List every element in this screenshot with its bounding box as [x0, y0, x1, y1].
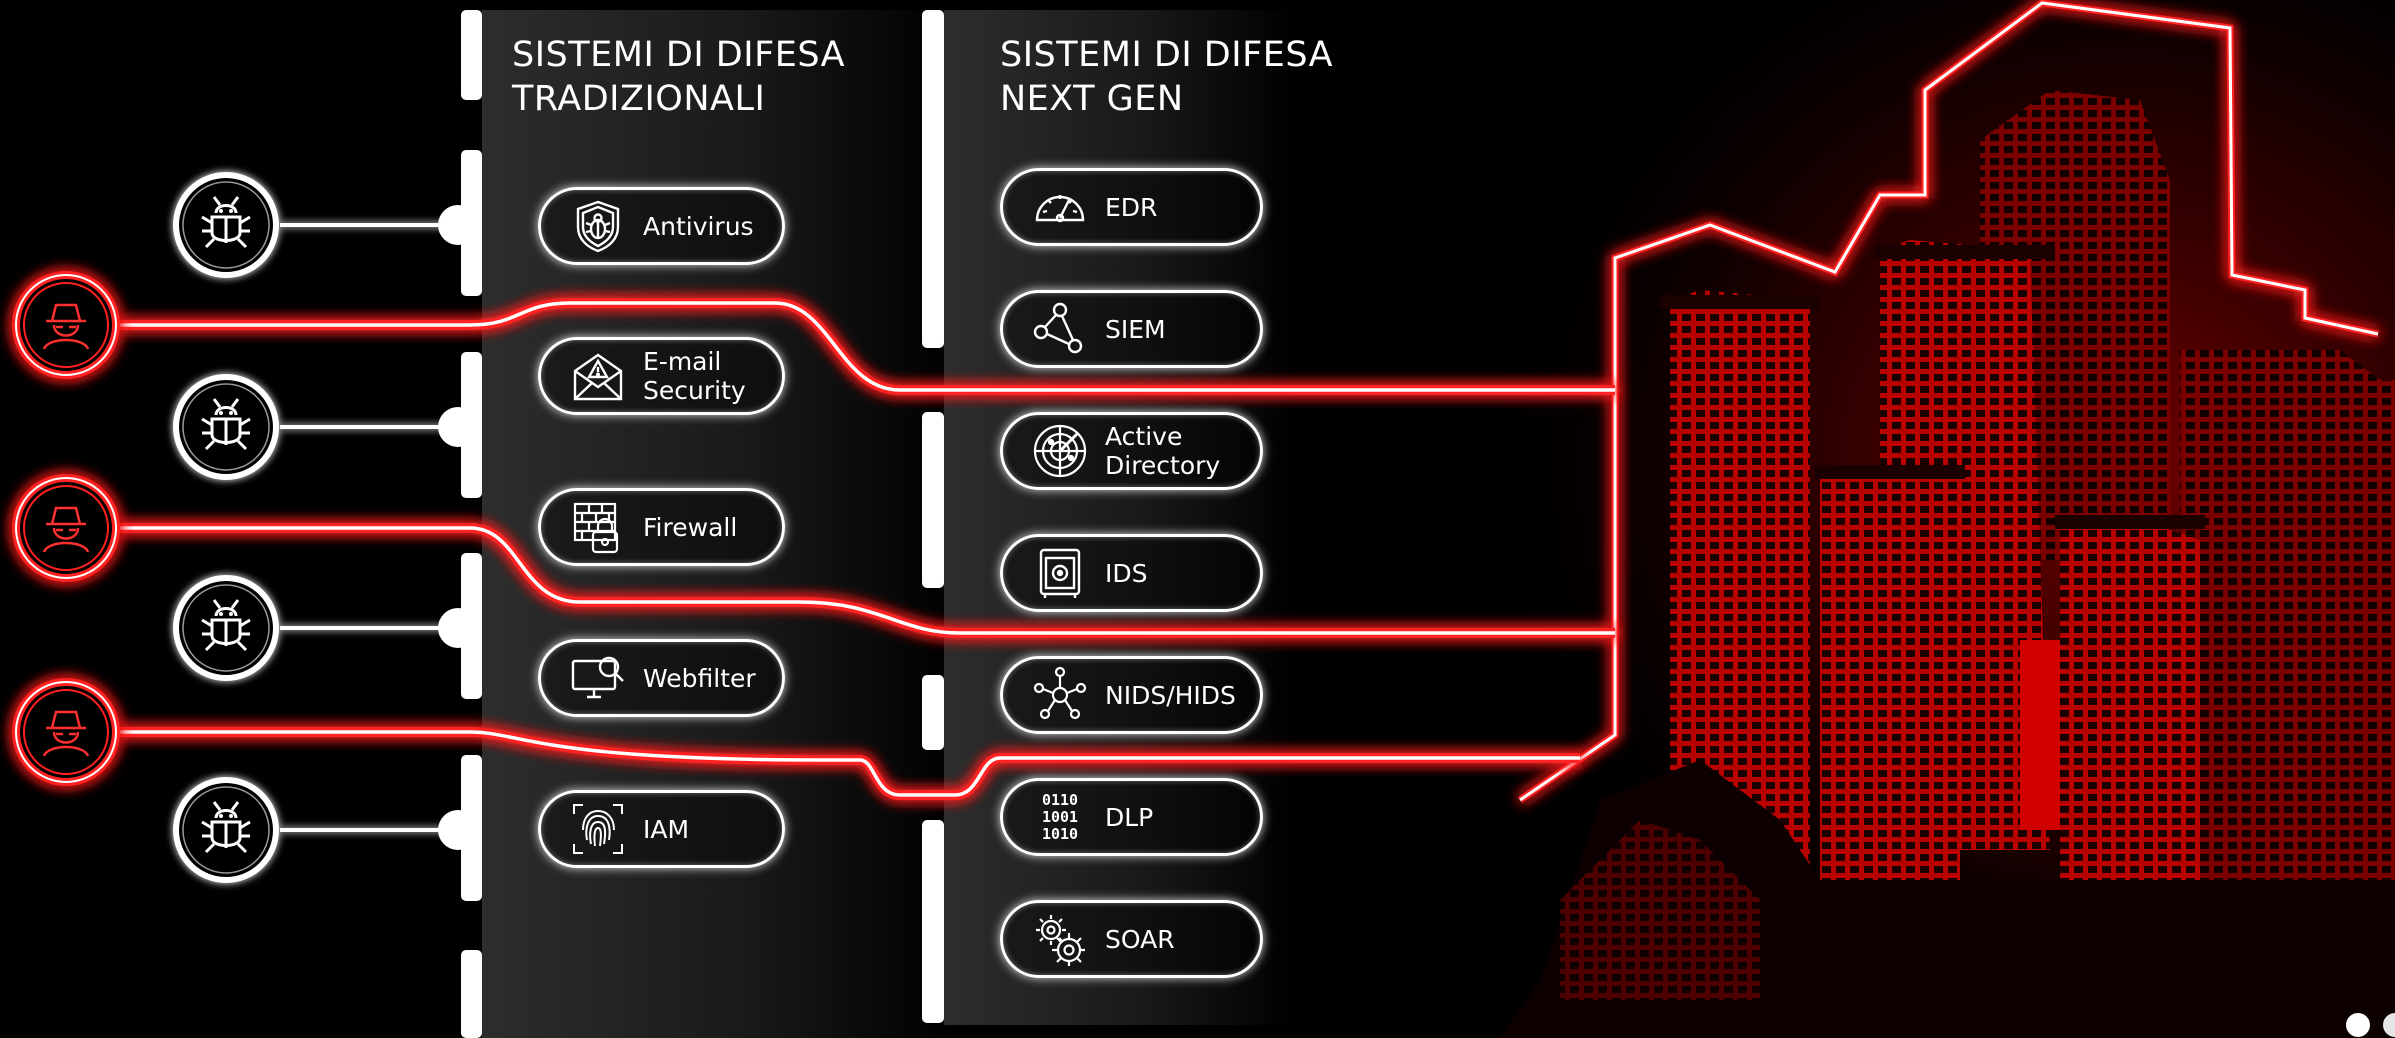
bug-icon	[173, 374, 279, 480]
nextgen-panel	[922, 10, 1294, 1025]
defense-item-siem[interactable]: SIEM	[1000, 290, 1263, 368]
carousel-dot-active[interactable]	[2346, 1013, 2370, 1037]
defense-item-label: Antivirus	[643, 211, 754, 241]
svg-text:1010: 1010	[1042, 825, 1078, 843]
svg-text:1001: 1001	[1042, 808, 1078, 826]
defense-item-label: NIDS/HIDS	[1105, 680, 1236, 710]
defense-item-label: Firewall	[643, 512, 738, 542]
defense-item-label: SOAR	[1105, 924, 1175, 954]
radar-icon	[1033, 424, 1087, 478]
binary-icon: 0110 1001 1010	[1042, 791, 1078, 843]
network-hub-icon	[1033, 666, 1087, 720]
svg-text:0110: 0110	[1042, 791, 1078, 809]
defense-item-active-directory[interactable]: Active Directory	[1000, 412, 1263, 490]
carousel-dot[interactable]	[2383, 1013, 2395, 1037]
defense-item-label: SIEM	[1105, 314, 1166, 344]
nextgen-title-line1: SISTEMI DI DIFESA	[1000, 35, 1334, 75]
defense-item-label: DLP	[1105, 802, 1154, 832]
blocked-connectors	[280, 223, 455, 832]
defense-item-soar[interactable]: SOAR	[1000, 900, 1263, 978]
defense-item-iam[interactable]: IAM	[538, 790, 785, 868]
nextgen-title-line2: NEXT GEN	[1000, 79, 1184, 119]
firewall-lock-icon	[573, 502, 619, 554]
bug-icon	[173, 172, 279, 278]
fingerprint-icon	[573, 804, 623, 854]
defense-item-label: E-mail Security	[643, 347, 746, 405]
email-alert-icon	[573, 353, 623, 401]
defense-item-dlp[interactable]: 0110 1001 1010 DLP	[1000, 778, 1263, 856]
intrusion-paths	[118, 298, 1615, 800]
defense-item-label: IDS	[1105, 558, 1148, 588]
nextgen-column-title: SISTEMI DI DIFESA NEXT GEN	[1000, 33, 1333, 121]
defense-item-label: EDR	[1105, 192, 1158, 222]
defense-item-label: IAM	[643, 814, 690, 844]
defense-item-antivirus[interactable]: Antivirus	[538, 187, 785, 265]
monitor-magnifier-icon	[571, 656, 624, 699]
defense-item-ids[interactable]: IDS	[1000, 534, 1263, 612]
shield-bug-icon	[576, 200, 620, 253]
share-nodes-icon	[1033, 302, 1083, 354]
safe-icon	[1039, 548, 1081, 598]
defense-item-label: Active Directory	[1105, 422, 1221, 480]
bug-icon	[173, 575, 279, 681]
hacker-icon	[12, 678, 120, 786]
hacker-icon	[12, 474, 120, 582]
traditional-title-line1: SISTEMI DI DIFESA	[512, 35, 846, 75]
defense-item-nids-hids[interactable]: NIDS/HIDS	[1000, 656, 1263, 734]
speedometer-icon	[1035, 195, 1085, 223]
city-buildings-illustration	[1500, 90, 2395, 1038]
carousel-dots[interactable]	[2346, 1013, 2395, 1037]
defense-item-edr[interactable]: EDR	[1000, 168, 1263, 246]
defense-item-webfilter[interactable]: Webfilter	[538, 639, 785, 717]
defense-item-firewall[interactable]: Firewall	[538, 488, 785, 566]
defense-item-email-security[interactable]: E-mail Security	[538, 337, 785, 415]
traditional-column-title: SISTEMI DI DIFESA TRADIZIONALI	[512, 33, 845, 121]
hacker-icon	[12, 271, 120, 379]
defense-item-label: Webfilter	[643, 663, 756, 693]
traditional-title-line2: TRADIZIONALI	[512, 79, 766, 119]
gears-icon	[1036, 915, 1085, 966]
bug-icon	[173, 777, 279, 883]
